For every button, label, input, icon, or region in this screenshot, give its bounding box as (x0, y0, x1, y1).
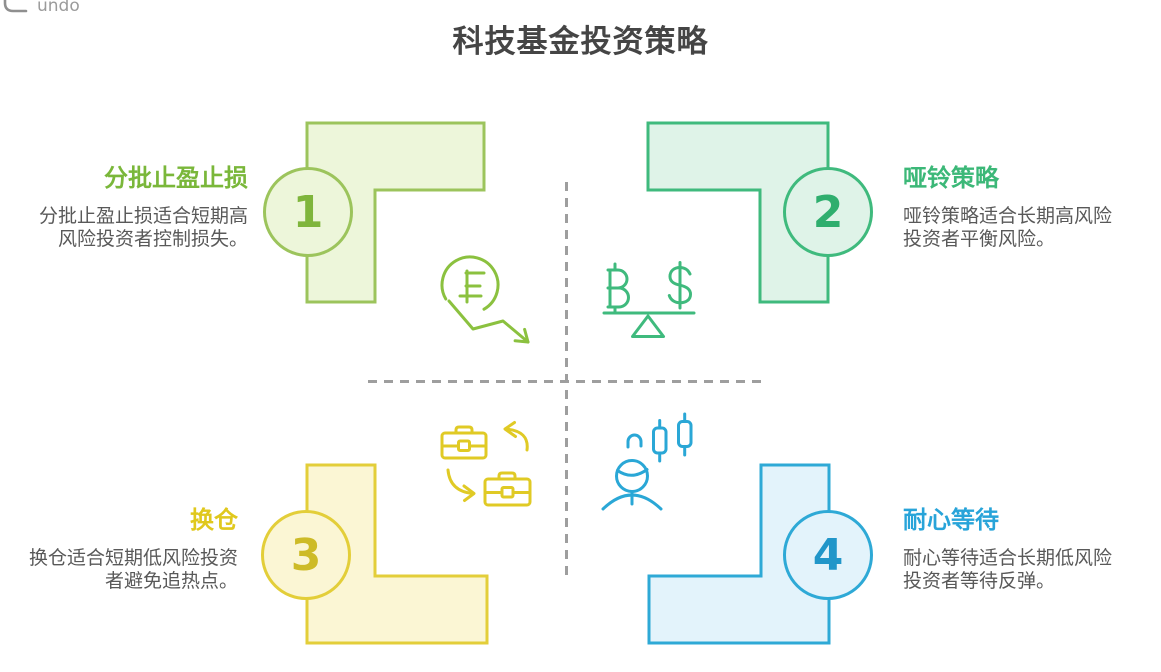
quadrant-2-text: 哑铃策略 哑铃策略适合长期高风险投资者平衡风险。 (903, 164, 1125, 251)
quadrant-4-text: 耐心等待 耐心等待适合长期低风险投资者等待反弹。 (903, 506, 1125, 593)
quadrant-3-shape (305, 463, 489, 645)
quadrant-3-title: 换仓 (190, 506, 238, 534)
divider-vertical (565, 182, 568, 582)
divider-horizontal (368, 380, 768, 383)
quadrant-3-text: 换仓 换仓适合短期低风险投资者避免追热点。 (16, 506, 238, 593)
quadrant-1-shape (305, 121, 486, 304)
step-2-circle: 2 (783, 167, 873, 257)
undo-button[interactable]: undo (2, 0, 80, 16)
franc-decline-icon (440, 255, 530, 344)
quadrant-2-description: 哑铃策略适合长期高风险投资者平衡风险。 (903, 204, 1113, 250)
undo-label: undo (37, 0, 80, 16)
quadrant-4-title: 耐心等待 (903, 506, 999, 534)
balance-scale-icon (602, 261, 696, 338)
quadrant-1-title: 分批止盈止损 (104, 164, 248, 192)
quadrant-2-shape (646, 121, 830, 304)
step-1-circle: 1 (263, 167, 353, 257)
quadrant-4-shape (647, 463, 831, 645)
page-title: 科技基金投资策略 (452, 24, 709, 60)
quadrant-4-description: 耐心等待适合长期低风险投资者等待反弹。 (903, 546, 1113, 592)
quadrant-3-description: 换仓适合短期低风险投资者避免追热点。 (28, 546, 238, 592)
person-chart-icon (601, 412, 693, 511)
step-3-circle: 3 (261, 510, 351, 600)
quadrant-2-title: 哑铃策略 (903, 164, 999, 192)
quadrant-1-text: 分批止盈止损 分批止盈止损适合短期高风险投资者控制损失。 (26, 164, 248, 251)
step-4-circle: 4 (783, 510, 873, 600)
quadrant-1-description: 分批止盈止损适合短期高风险投资者控制损失。 (38, 204, 248, 250)
briefcase-swap-icon (440, 421, 532, 507)
undo-icon (3, 0, 28, 12)
